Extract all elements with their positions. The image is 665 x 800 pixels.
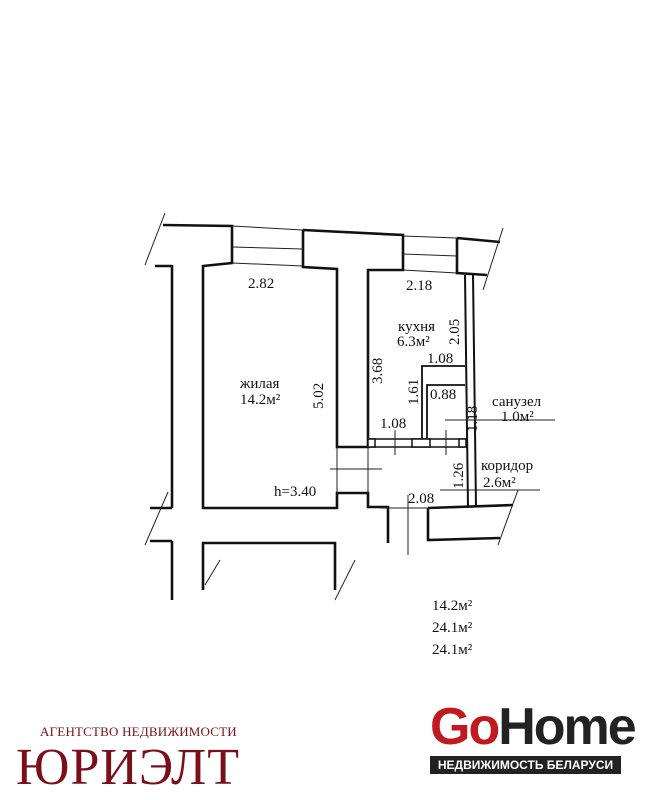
summary-living-area: 14.2м² xyxy=(432,598,473,614)
bathroom-inner-width: 0.88 xyxy=(430,387,456,403)
summary-total-area: 24.1м² xyxy=(432,620,473,636)
corridor-width: 2.08 xyxy=(408,491,434,507)
agency-tagline: АГЕНТСТВО НЕДВИЖИМОСТИ xyxy=(40,724,237,739)
living-name: жилая xyxy=(239,376,280,392)
corridor-name: коридор xyxy=(481,458,533,474)
labels: 2.82 2.18 кухня 6.3м² 2.05 1.08 3.68 жил… xyxy=(239,276,542,507)
bathroom-name: санузел xyxy=(492,394,542,410)
gohome-logo: GoHome xyxy=(430,698,637,756)
gohome-tagline: НЕДВИЖИМОСТЬ БЕЛАРУСИ xyxy=(430,756,621,774)
kitchen-side: 2.05 xyxy=(447,319,463,345)
living-area: 14.2м² xyxy=(240,392,281,408)
bathroom-width: 1.08 xyxy=(427,351,453,367)
summary-general-area: 24.1м² xyxy=(432,642,473,658)
kitchen-width: 2.18 xyxy=(406,278,432,294)
kitchen-length: 3.68 xyxy=(370,358,386,384)
corridor-partition: 1.08 xyxy=(380,416,406,432)
gohome-home: Home xyxy=(498,698,636,756)
gohome-go: Go xyxy=(430,698,500,756)
agency-logo: ЮРИЭЛТ xyxy=(16,739,241,796)
walls xyxy=(144,212,555,601)
ceiling-height: h=3.40 xyxy=(274,484,316,500)
bathroom-area: 1.0м² xyxy=(501,409,534,425)
living-width: 2.82 xyxy=(248,276,274,292)
bathroom-side: 1.18 xyxy=(465,406,481,432)
kitchen-area: 6.3м² xyxy=(397,334,430,350)
corridor-length: 1.26 xyxy=(451,462,467,489)
kitchen-name: кухня xyxy=(398,319,435,335)
bathroom-length: 1.61 xyxy=(406,379,422,405)
living-length: 5.02 xyxy=(311,383,327,409)
corridor-area: 2.6м² xyxy=(483,475,516,491)
